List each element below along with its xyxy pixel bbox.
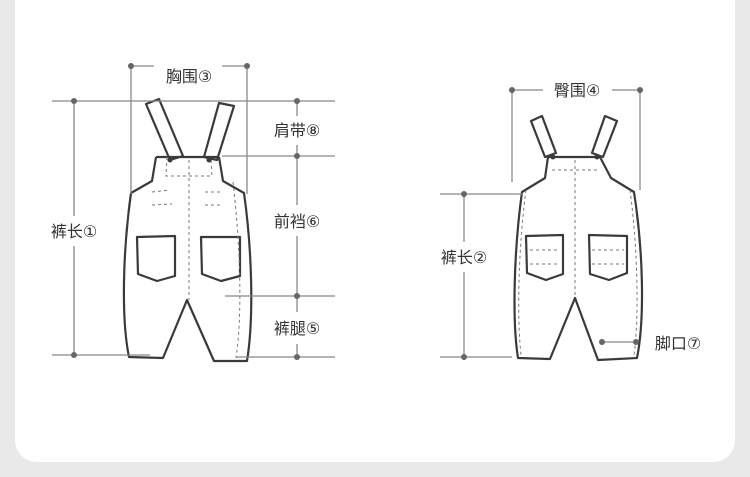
back-strap-left <box>529 114 558 159</box>
front-pocket-right <box>199 235 242 283</box>
back-button-right <box>594 154 600 160</box>
back-pocket-right <box>587 233 629 282</box>
front-strap-right <box>202 101 236 162</box>
label-length-back: 裤长② <box>441 248 487 267</box>
back-button-left <box>550 154 556 160</box>
label-strap: 肩带⑧ <box>274 121 320 140</box>
label-chest: 胸围③ <box>166 67 212 86</box>
back-strap-right <box>590 114 619 159</box>
front-pocket-left <box>135 234 177 283</box>
back-stitching <box>518 160 638 356</box>
label-length-front: 裤长① <box>51 222 97 241</box>
label-thigh: 裤腿⑤ <box>274 319 320 338</box>
front-stitching <box>151 156 241 359</box>
front-button-right <box>206 157 212 163</box>
front-overalls <box>122 97 253 363</box>
label-leg-opening: 脚口⑦ <box>655 334 701 353</box>
back-overalls <box>513 114 644 362</box>
label-hip: 臀围④ <box>554 81 600 100</box>
diagram-card <box>15 0 735 462</box>
back-pocket-left <box>524 233 565 282</box>
back-body-outline <box>513 156 644 362</box>
front-strap-left <box>144 97 185 162</box>
measure-lines <box>52 65 641 358</box>
label-front-rise: 前裆⑥ <box>274 212 320 231</box>
front-body-outline <box>122 156 253 363</box>
front-button-left <box>167 157 173 163</box>
measure-endpoints <box>71 63 643 360</box>
